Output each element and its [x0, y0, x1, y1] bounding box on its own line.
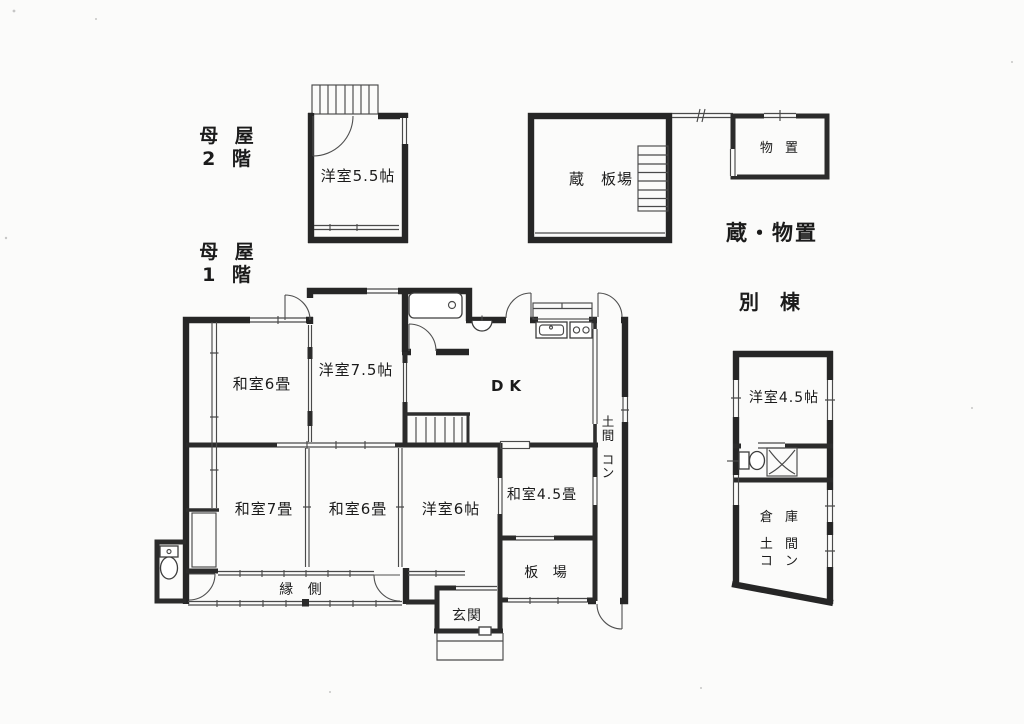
room-label-annex-yoshitsu45: 洋室4.5帖	[749, 389, 819, 406]
room-label-kura-itaba: 蔵 板場	[569, 170, 633, 188]
doma-char-3: コ	[602, 452, 615, 467]
window-gap	[400, 118, 409, 144]
doma-char-4: ン	[602, 465, 615, 480]
room-label-engawa: 縁 側	[279, 582, 326, 598]
main-2f-label-line2: 2 階	[202, 148, 256, 170]
genkan-step	[478, 626, 492, 636]
room-label-washitsu6-south: 和室6畳	[329, 500, 388, 518]
room-label-itaba: 板 場	[524, 565, 571, 581]
main-2f-label-line1: 母 屋	[199, 125, 259, 147]
room-label-washitsu7: 和室7畳	[235, 500, 294, 518]
section-label-main-2f: 母 屋 2 階	[199, 125, 259, 170]
stairs-icon	[637, 145, 669, 212]
room-label-warehouse-line2: 土 間	[760, 537, 802, 552]
kura-storage-section: 蔵 板場 物 置 蔵・物置	[527, 108, 830, 245]
kura-room-walls	[527, 112, 673, 244]
stairs-icon	[311, 84, 379, 115]
doma-char-2: 間	[602, 428, 615, 443]
door-arc-2f	[312, 115, 354, 157]
kitchen-counter	[532, 302, 593, 320]
section-label-main-1f: 母 屋 1 階	[199, 241, 259, 286]
annex-caption: 別 棟	[739, 290, 807, 314]
room-label-warehouse-line3: コ ン	[760, 554, 802, 569]
closet	[191, 512, 217, 568]
room-label-washitsu45: 和室4.5畳	[507, 486, 577, 503]
room-label-storage: 物 置	[760, 141, 802, 156]
kura-caption: 蔵・物置	[726, 221, 818, 245]
second-floor-section: 洋室5.5帖	[307, 84, 409, 244]
room-label-genkan: 玄関	[452, 607, 482, 624]
porch	[436, 633, 504, 661]
main-house-section: 和室6畳 洋室7.5帖 DK 土 間 コ ン 和室7畳 和室6畳 洋室6帖 和室…	[154, 287, 629, 661]
stove-icon	[569, 321, 593, 339]
room-label-warehouse-line1: 倉 庫	[760, 510, 802, 525]
room-label-washitsu6-north: 和室6畳	[233, 375, 292, 393]
shower-stall-icon	[766, 447, 798, 477]
washbasin-icon	[471, 315, 493, 332]
toilet-icon	[159, 545, 179, 580]
stairs-icon	[405, 412, 470, 446]
scan-noise	[4, 9, 1013, 693]
annex-section: 別 棟 洋室4.5帖 倉 庫 土 間 コ ン	[727, 290, 835, 607]
main-1f-label-line2: 1 階	[202, 264, 256, 286]
room-label-dk: DK	[491, 377, 527, 395]
room-label-yoshitsu75: 洋室7.5帖	[319, 361, 394, 379]
room-label-yoshitsu55: 洋室5.5帖	[321, 167, 396, 185]
door-arcs	[188, 292, 623, 630]
toilet-icon	[727, 450, 766, 471]
main-1f-label-line1: 母 屋	[199, 241, 259, 263]
kitchen-sink-icon	[535, 321, 568, 339]
room-label-doma-vertical: 土 間 コ ン	[602, 414, 615, 480]
room-label-yoshitsu6: 洋室6帖	[422, 500, 481, 518]
doma-char-1: 土	[602, 414, 615, 429]
bathtub-icon	[408, 292, 463, 319]
